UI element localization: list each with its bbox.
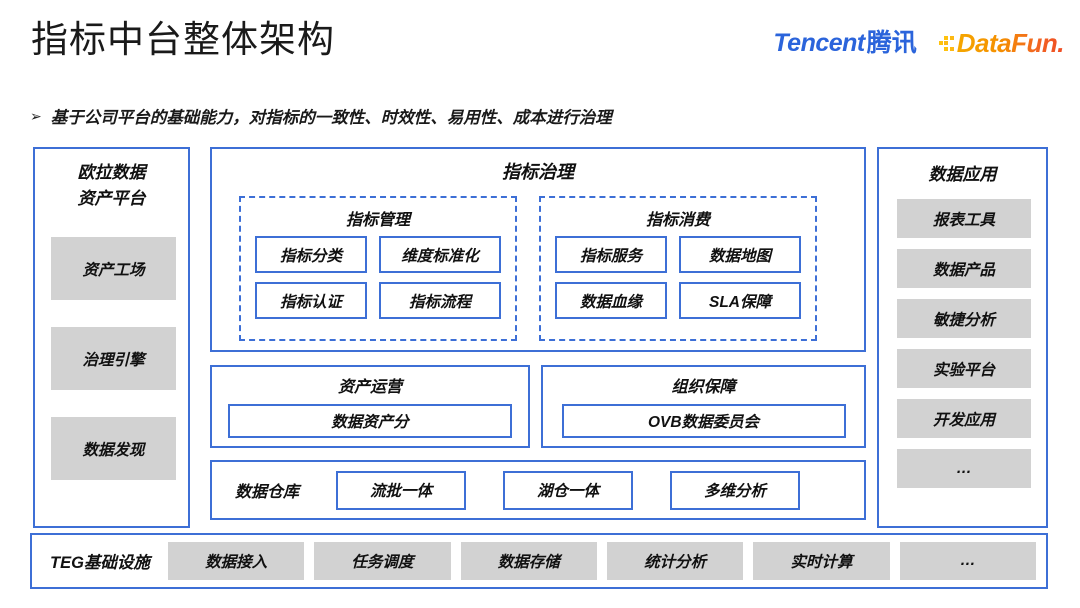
right-item-experiment-platform[interactable]: 实验平台 <box>897 349 1031 388</box>
governance-groups: 指标管理 指标分类 维度标准化 指标认证 指标流程 指标消费 指标服务 数据地图… <box>239 196 817 341</box>
bottom-item-realtime-computing[interactable]: 实时计算 <box>753 542 890 580</box>
left-panel-title-line2: 资产平台 <box>77 189 146 209</box>
data-warehouse-panel: 数据仓库 流批一体 湖仓一体 多维分析 <box>210 460 866 520</box>
left-item-governance-engine[interactable]: 治理引擎 <box>51 327 176 390</box>
tencent-logo: Tencent腾讯 <box>773 28 917 57</box>
asset-operations-panel: 资产运营 数据资产分 <box>210 365 530 448</box>
leaf-metric-service[interactable]: 指标服务 <box>555 236 667 273</box>
right-item-more[interactable]: … <box>897 449 1031 488</box>
metric-governance-title: 指标治理 <box>502 162 574 182</box>
left-item-asset-factory[interactable]: 资产工场 <box>51 237 176 300</box>
right-item-agile-analysis[interactable]: 敏捷分析 <box>897 299 1031 338</box>
leaf-ovb-data-committee[interactable]: OVB数据委员会 <box>561 404 846 438</box>
data-warehouse-label: 数据仓库 <box>235 484 300 501</box>
left-panel-title: 欧拉数据 资产平台 <box>35 149 188 213</box>
tencent-logo-en: Tencent <box>773 28 865 57</box>
teg-infrastructure-bar: TEG基础设施 数据接入 任务调度 数据存储 统计分析 实时计算 … <box>30 533 1048 589</box>
right-item-development-application[interactable]: 开发应用 <box>897 399 1031 438</box>
leaf-metric-process[interactable]: 指标流程 <box>379 282 501 319</box>
right-panel-title: 数据应用 <box>928 165 997 184</box>
bullet-arrow-icon: ➢ <box>30 107 42 124</box>
tencent-logo-cn: 腾讯 <box>866 28 917 57</box>
right-item-data-product[interactable]: 数据产品 <box>897 249 1031 288</box>
leaf-data-asset-score[interactable]: 数据资产分 <box>228 404 512 438</box>
metric-consumption-group: 指标消费 指标服务 数据地图 数据血缘 SLA保障 <box>539 196 817 341</box>
left-panel: 欧拉数据 资产平台 资产工场 治理引擎 数据发现 <box>33 147 190 528</box>
leaf-sla-guarantee[interactable]: SLA保障 <box>679 282 801 319</box>
left-panel-title-line1: 欧拉数据 <box>77 163 146 182</box>
bottom-item-data-storage[interactable]: 数据存储 <box>460 542 597 580</box>
right-panel-items: 报表工具 数据产品 敏捷分析 实验平台 开发应用 … <box>897 199 1031 488</box>
asset-operations-title: 资产运营 <box>337 379 402 396</box>
bottom-item-task-scheduling[interactable]: 任务调度 <box>314 542 451 580</box>
leaf-data-lineage[interactable]: 数据血缘 <box>555 282 667 319</box>
right-panel: 数据应用 报表工具 数据产品 敏捷分析 实验平台 开发应用 … <box>877 147 1048 528</box>
leaf-lake-warehouse-unified[interactable]: 湖仓一体 <box>503 470 634 510</box>
metric-consumption-items: 指标服务 数据地图 数据血缘 SLA保障 <box>541 236 815 319</box>
metric-governance-panel: 指标治理 指标管理 指标分类 维度标准化 指标认证 指标流程 指标消费 指标服务… <box>210 147 866 352</box>
metric-management-title: 指标管理 <box>345 212 410 229</box>
left-item-data-discovery[interactable]: 数据发现 <box>51 417 176 480</box>
leaf-multidimensional-analysis[interactable]: 多维分析 <box>670 470 801 510</box>
leaf-stream-batch-unified[interactable]: 流批一体 <box>336 470 467 510</box>
leaf-data-map[interactable]: 数据地图 <box>679 236 801 273</box>
bottom-item-more[interactable]: … <box>899 542 1036 580</box>
page-title: 指标中台整体架构 <box>31 19 335 60</box>
bottom-item-statistical-analysis[interactable]: 统计分析 <box>606 542 744 580</box>
organization-guarantee-title: 组织保障 <box>671 379 736 396</box>
datafun-dots-icon <box>938 35 954 51</box>
leaf-dimension-standardization[interactable]: 维度标准化 <box>379 236 501 273</box>
teg-infrastructure-label: TEG基础设施 <box>50 554 150 572</box>
subtitle-bullet: ➢ 基于公司平台的基础能力，对指标的一致性、时效性、易用性、成本进行治理 <box>30 104 612 128</box>
right-item-report-tool[interactable]: 报表工具 <box>897 199 1031 238</box>
leaf-metric-certification[interactable]: 指标认证 <box>255 282 367 319</box>
metric-management-group: 指标管理 指标分类 维度标准化 指标认证 指标流程 <box>239 196 517 341</box>
metric-consumption-title: 指标消费 <box>645 212 710 229</box>
left-panel-items: 资产工场 治理引擎 数据发现 <box>51 237 176 480</box>
metric-management-items: 指标分类 维度标准化 指标认证 指标流程 <box>241 236 515 319</box>
datafun-logo-text: DataFun. <box>956 28 1065 58</box>
leaf-metric-classification[interactable]: 指标分类 <box>255 236 367 273</box>
logo-group: Tencent腾讯 DataFun. <box>773 30 1064 56</box>
organization-guarantee-panel: 组织保障 OVB数据委员会 <box>541 365 866 448</box>
bottom-item-data-ingestion[interactable]: 数据接入 <box>167 542 305 580</box>
datafun-logo: DataFun. <box>938 28 1065 58</box>
subtitle-text: 基于公司平台的基础能力，对指标的一致性、时效性、易用性、成本进行治理 <box>50 109 612 127</box>
